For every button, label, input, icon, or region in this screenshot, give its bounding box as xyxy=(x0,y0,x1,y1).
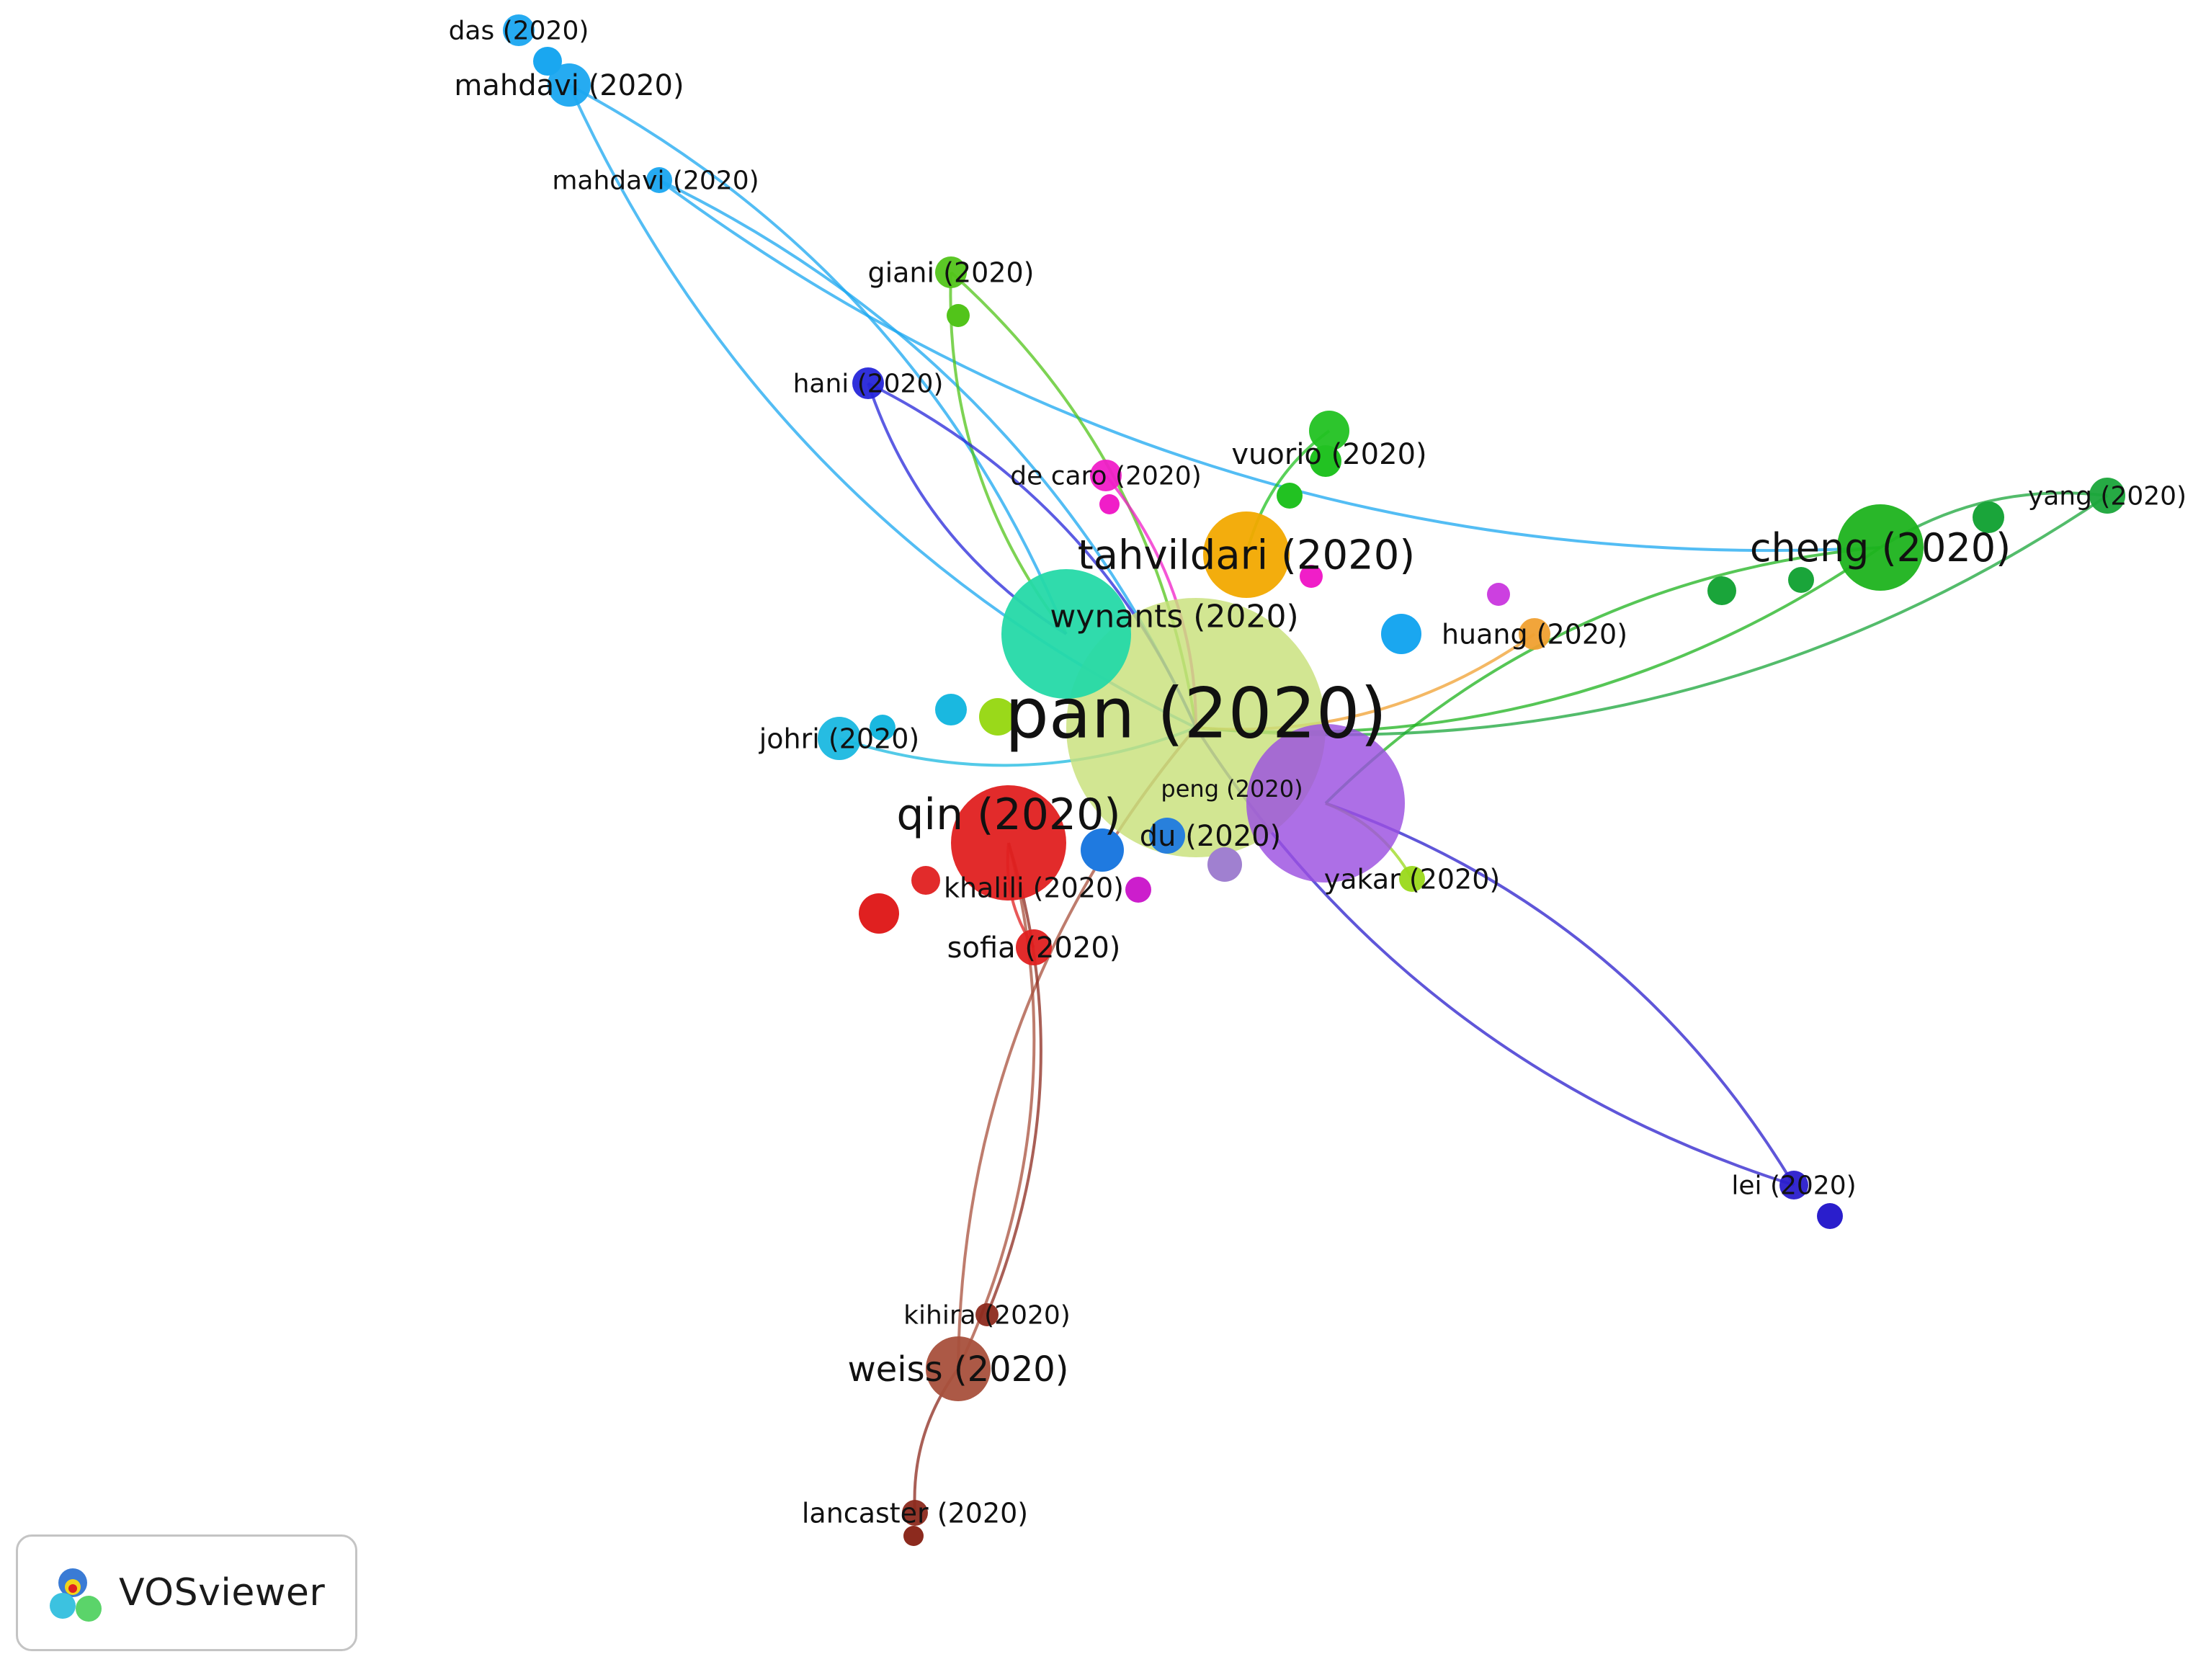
node-label-giani: giani (2020) xyxy=(867,256,1034,288)
node-giani[interactable] xyxy=(935,256,967,288)
vosviewer-logo: VOSviewer xyxy=(16,1534,357,1651)
satellite-node-6[interactable] xyxy=(979,698,1017,736)
node-mahdavi1[interactable] xyxy=(548,63,591,107)
satellite-node-0[interactable] xyxy=(1099,494,1120,514)
link-cheng-peng xyxy=(1324,546,1881,805)
satellite-node-18[interactable] xyxy=(947,304,970,327)
node-label-lei: lei (2020) xyxy=(1731,1171,1856,1201)
node-label-weiss: weiss (2020) xyxy=(847,1349,1068,1390)
node-label-tahvildari: tahvildari (2020) xyxy=(1078,532,1415,579)
node-lancaster[interactable] xyxy=(902,1500,928,1526)
satellite-node-8[interactable] xyxy=(859,893,899,934)
node-label-pan: pan (2020) xyxy=(1005,674,1387,754)
node-label-yang: yang (2020) xyxy=(2028,482,2187,511)
node-label-vuorio: vuorio (2020) xyxy=(1231,438,1426,471)
node-label-mahdavi2: mahdavi (2020) xyxy=(552,166,759,196)
node-weiss[interactable] xyxy=(926,1336,991,1401)
node-label-qin: qin (2020) xyxy=(896,790,1120,840)
node-peng[interactable] xyxy=(1246,724,1405,883)
link-lei-peng xyxy=(1325,802,1795,1187)
node-das[interactable] xyxy=(503,14,535,46)
satellite-node-17[interactable] xyxy=(533,47,562,76)
satellite-node-5[interactable] xyxy=(935,694,967,725)
satellite-node-16[interactable] xyxy=(1487,583,1510,606)
node-du[interactable] xyxy=(1149,818,1185,854)
node-decaro[interactable] xyxy=(1090,460,1122,491)
node-yang[interactable] xyxy=(2089,478,2125,514)
satellite-node-1[interactable] xyxy=(1300,565,1323,588)
satellite-node-14[interactable] xyxy=(903,1526,924,1546)
node-label-kihira: kihira (2020) xyxy=(903,1301,1071,1331)
node-sofia[interactable] xyxy=(1016,929,1052,965)
node-label-wynants: wynants (2020) xyxy=(1050,598,1298,635)
node-label-hani: hani (2020) xyxy=(793,370,944,399)
link-kihira-qin xyxy=(986,842,1042,1315)
node-khalili[interactable] xyxy=(911,866,940,895)
label-layer: pan (2020) qin (2020) tahvildari (2020) wyn… xyxy=(449,17,2187,1529)
node-label-johri: johri (2020) xyxy=(759,723,920,754)
node-qin[interactable] xyxy=(951,785,1066,901)
node-mahdavi2[interactable] xyxy=(646,167,672,193)
vosviewer-logo-icon xyxy=(50,1568,102,1622)
satellite-node-4[interactable] xyxy=(870,715,895,741)
link-mahdavi2-cheng xyxy=(658,179,1881,553)
node-label-yakar: yakar (2020) xyxy=(1324,863,1500,895)
node-label-cheng: cheng (2020) xyxy=(1750,525,2011,571)
satellite-node-15[interactable] xyxy=(1381,614,1421,654)
satellite-node-10[interactable] xyxy=(1707,576,1736,605)
node-label-peng: peng (2020) xyxy=(1161,775,1303,803)
node-label-khalili: khalili (2020) xyxy=(944,872,1124,903)
satellite-node-13[interactable] xyxy=(1817,1203,1843,1229)
node-wynants[interactable] xyxy=(1001,569,1131,699)
node-label-sofia: sofia (2020) xyxy=(947,931,1121,965)
link-weiss-qin xyxy=(957,842,1036,1370)
node-label-huang: huang (2020) xyxy=(1442,618,1627,650)
node-kihira[interactable] xyxy=(975,1303,999,1326)
node-label-du: du (2020) xyxy=(1140,820,1281,853)
node-layer xyxy=(503,14,2125,1546)
node-johri[interactable] xyxy=(818,717,861,760)
node-label-das: das (2020) xyxy=(449,17,589,46)
satellite-node-7[interactable] xyxy=(1081,828,1124,872)
node-vuorio[interactable] xyxy=(1309,411,1349,451)
node-huang[interactable] xyxy=(1519,618,1550,650)
node-cheng[interactable] xyxy=(1837,504,1924,591)
satellite-node-12[interactable] xyxy=(1973,501,2004,533)
satellite-node-2[interactable] xyxy=(1277,483,1303,509)
satellite-node-19[interactable] xyxy=(1207,847,1242,882)
satellite-node-11[interactable] xyxy=(1788,567,1814,593)
node-yakar[interactable] xyxy=(1399,866,1425,892)
node-label-lancaster: lancaster (2020) xyxy=(802,1497,1028,1529)
node-label-mahdavi1: mahdavi (2020) xyxy=(454,69,684,102)
node-lei[interactable] xyxy=(1779,1171,1808,1199)
node-label-decaro: de caro (2020) xyxy=(1010,462,1201,491)
node-tahvildari[interactable] xyxy=(1203,511,1290,598)
satellite-node-9[interactable] xyxy=(1125,877,1151,903)
vosviewer-logo-text: VOSviewer xyxy=(119,1571,326,1614)
satellite-node-3[interactable] xyxy=(1310,445,1341,477)
node-hani[interactable] xyxy=(852,367,884,399)
